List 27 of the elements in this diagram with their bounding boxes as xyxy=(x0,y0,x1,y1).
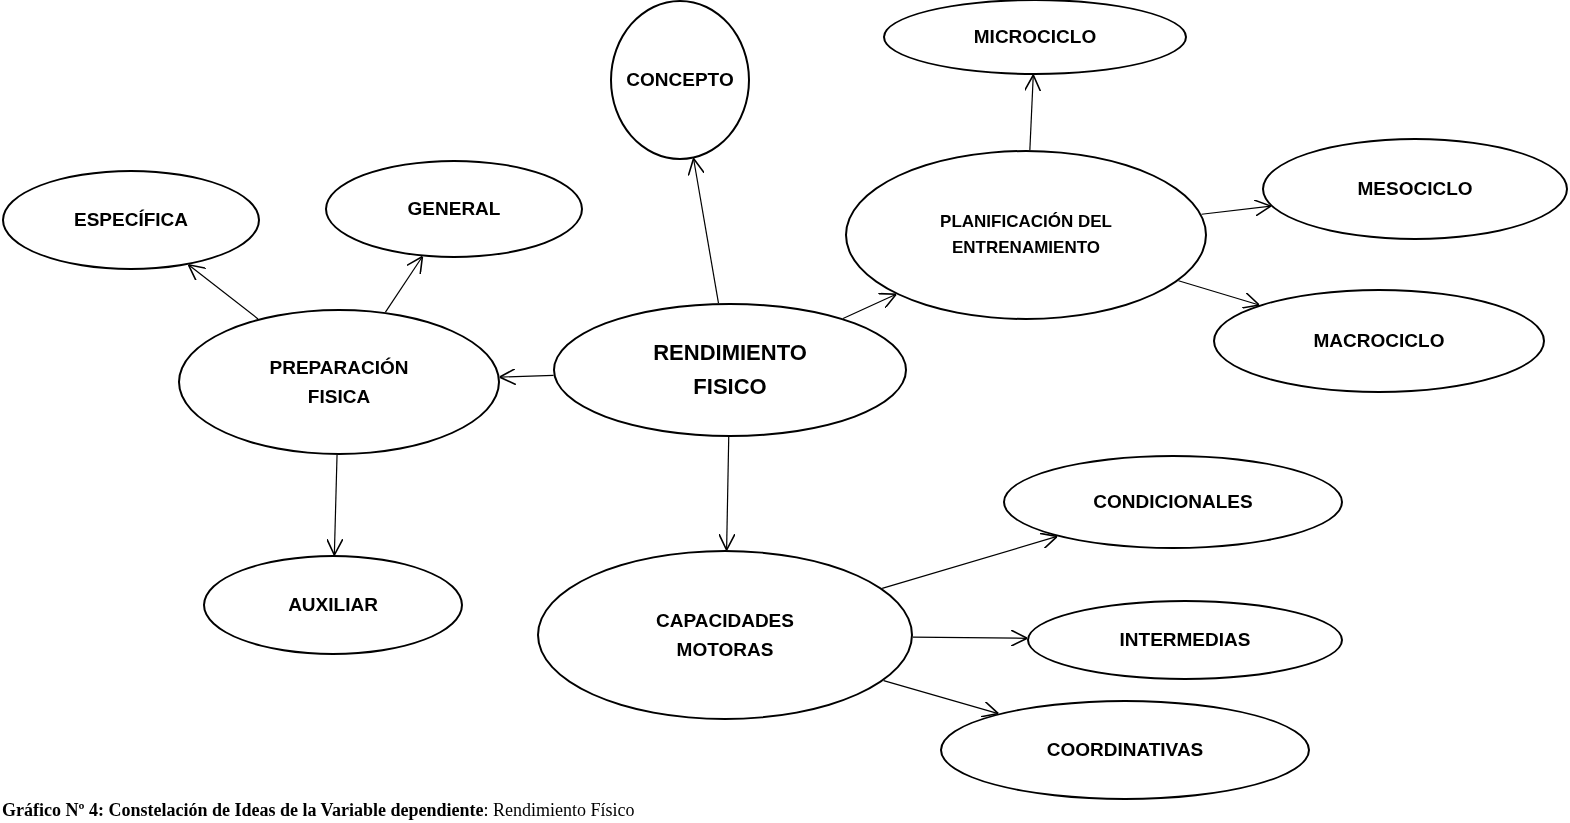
arrow xyxy=(912,629,1028,647)
arrow xyxy=(883,680,1000,718)
node-label: CAPACIDADES MOTORAS xyxy=(655,608,795,662)
arrow xyxy=(187,263,259,320)
arrow xyxy=(498,367,555,386)
node-label: AUXILIAR xyxy=(288,593,378,618)
node-label: MESOCICLO xyxy=(1357,177,1473,202)
node-label: MACROCICLO xyxy=(1313,329,1445,354)
node-label: MICROCICLO xyxy=(973,25,1097,50)
arrow xyxy=(842,292,897,320)
node-label: COORDINATIVAS xyxy=(1046,738,1204,763)
node-label: PLANIFICACIÓN DEL ENTRENAMIENTO xyxy=(939,210,1113,259)
arrow xyxy=(1023,74,1042,151)
arrow xyxy=(1177,280,1260,309)
arrow xyxy=(718,436,736,551)
node-label: GENERAL xyxy=(407,197,501,222)
arrow xyxy=(1200,199,1272,217)
node-label: INTERMEDIAS xyxy=(1119,628,1251,653)
node-label: PREPARACIÓN FISICA xyxy=(268,355,410,409)
figure-caption: Gráfico Nº 4: Constelación de Ideas de la Variable dependiente: Rendimiento Físico xyxy=(2,800,635,821)
arrow xyxy=(687,157,720,304)
arrow xyxy=(881,532,1058,589)
node-label: ESPECÍFICA xyxy=(74,208,188,233)
node-label: RENDIMIENTO FISICO xyxy=(652,338,808,401)
arrow xyxy=(326,454,344,556)
node-label: CONCEPTO xyxy=(626,68,734,93)
node-label: CONDICIONALES xyxy=(1093,490,1253,515)
